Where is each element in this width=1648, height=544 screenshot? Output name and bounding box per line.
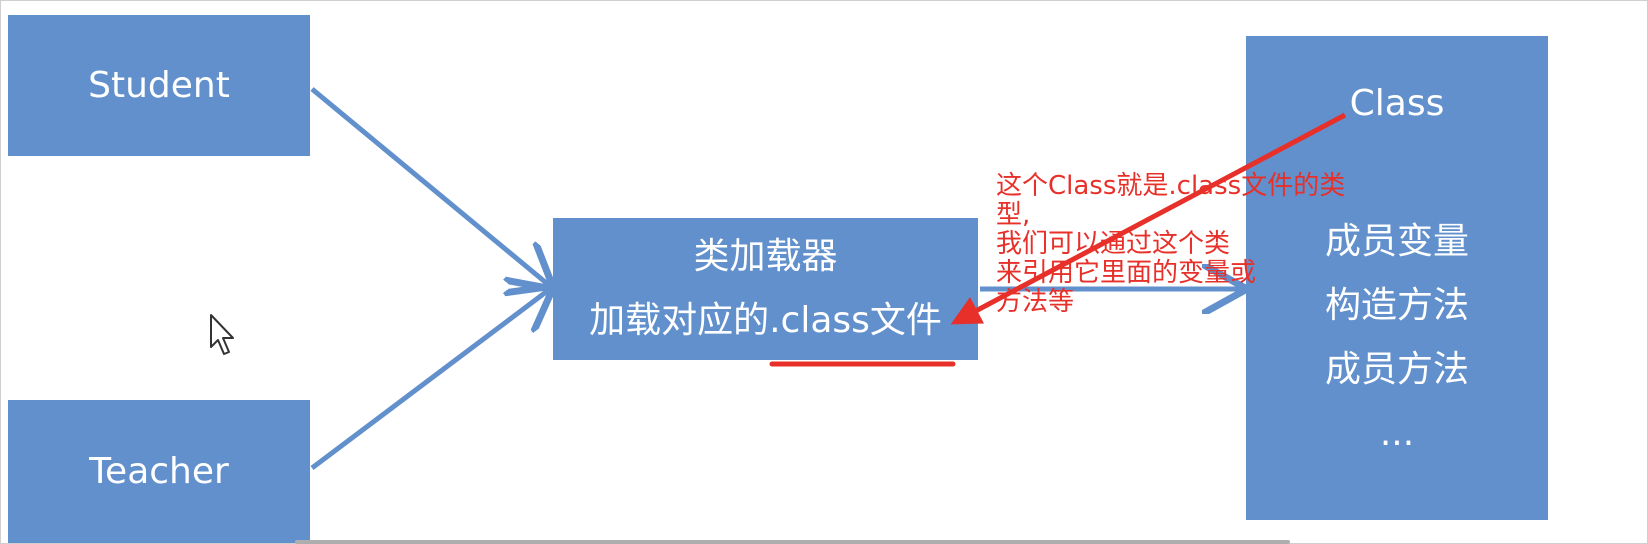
annotation-line: 来引用它里面的变量或 [996, 258, 1257, 288]
annotation-text: 这个Class就是.class文件的类 型, 我们可以通过这个类 来引用它里面的… [996, 172, 1391, 317]
teacher-label: Teacher [89, 451, 229, 492]
mouse-cursor-icon [210, 314, 234, 355]
class-member-constructors: 构造方法 [1324, 285, 1469, 326]
annotation-line: 型, [996, 200, 1031, 230]
arrow-teacher-to-loader [310, 289, 550, 470]
annotation-line: 这个Class就是.class文件的类 [996, 171, 1346, 201]
annotation-line: 我们可以通过这个类 [996, 229, 1231, 259]
student-label: Student [88, 64, 230, 106]
class-loader-box: 类加载器 加载对应的.class文件 [553, 218, 978, 360]
student-box: Student [8, 15, 310, 156]
class-member-fields: 成员变量 [1324, 221, 1469, 262]
class-title: Class [1349, 83, 1445, 124]
class-loader-title: 类加载器 [693, 236, 838, 277]
arrow-student-to-loader [310, 87, 550, 286]
annotation-line: 方法等 [996, 287, 1075, 317]
class-loader-subtitle: 加载对应的.class文件 [589, 300, 942, 341]
class-member-methods: 成员方法 [1324, 349, 1469, 390]
teacher-box: Teacher [8, 400, 310, 544]
horizontal-scrollbar[interactable] [295, 540, 1290, 544]
class-object-box: Class 成员变量 构造方法 成员方法 ... [1246, 36, 1548, 520]
class-member-ellipsis: ... [1379, 413, 1415, 454]
